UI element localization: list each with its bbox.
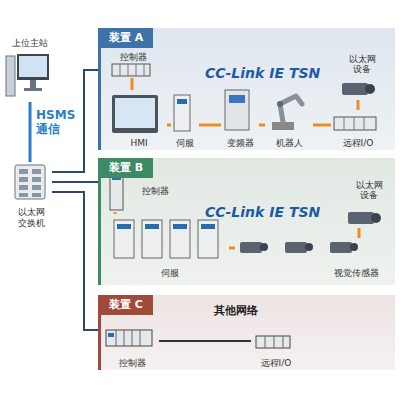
edge-label: HSMS 通信	[36, 108, 76, 137]
switch-port	[19, 185, 28, 190]
device-label: 控制器	[120, 52, 147, 62]
controller-device: 控制器	[107, 52, 159, 78]
equipment-band: 装置 A 控制器 HMI 伺服 变频器 机器人 以太网 设备远程I/O	[98, 28, 395, 150]
device-label: 机器人	[276, 138, 303, 148]
device-label: 以太网 交换机	[10, 207, 52, 228]
device-label: 变频器	[227, 138, 254, 148]
switch-body	[15, 165, 45, 199]
switch-port	[32, 185, 41, 190]
switch-port	[32, 193, 41, 197]
robot-device: 机器人	[265, 86, 313, 148]
device-label: 伺服	[161, 268, 179, 278]
switch-port	[32, 169, 41, 174]
controller-device: 控制器	[105, 326, 159, 368]
pc-tower	[6, 56, 15, 96]
ethernet-device: 以太网 设备	[345, 180, 393, 228]
monitor-stand	[30, 80, 36, 88]
switch-port	[19, 193, 28, 197]
monitor-screen	[19, 56, 47, 77]
controller-device: 控制器	[109, 170, 169, 212]
band-title: 装置 C	[101, 295, 153, 315]
hmi-device: HMI	[111, 90, 167, 148]
switch-port	[19, 177, 28, 182]
switch-icon	[15, 165, 45, 199]
ethernet-device: 以太网 设备	[337, 54, 387, 100]
device-label: 视觉传感器	[334, 268, 379, 278]
device-label: 控制器	[119, 358, 146, 368]
device-label: 远程I/O	[261, 358, 292, 368]
network-cable	[52, 181, 98, 183]
equipment-band: 装置 B 控制器 以太网 设备伺服 视觉传感器	[98, 158, 395, 285]
device-label: 上位主站	[12, 38, 48, 48]
device-label: 远程I/O	[343, 138, 374, 148]
vision-sensor-device: 视觉传感器	[235, 238, 379, 278]
computer-icon	[6, 54, 49, 96]
monitor-frame	[17, 54, 49, 80]
device-label: 以太网 设备	[347, 54, 377, 75]
servo-device: 伺服	[171, 90, 199, 148]
band-title: 装置 A	[101, 28, 153, 48]
switch-port	[32, 177, 41, 182]
network-cable	[52, 192, 98, 330]
device-label: HMI	[130, 138, 147, 148]
ethernet-switch: 以太网 交换机	[10, 162, 52, 228]
remote-io-device: 远程I/O	[251, 334, 301, 368]
network-logo: CC-Link IE TSN	[205, 65, 320, 81]
switch-port	[19, 169, 28, 174]
inverter-device: 变频器	[221, 86, 259, 148]
device-label: 以太网 设备	[354, 180, 384, 201]
band-title: 装置 B	[101, 158, 153, 178]
monitor-base	[24, 88, 42, 91]
network-label: 其他网络	[214, 303, 258, 318]
servo-device: 伺服	[111, 214, 229, 278]
remote-io-device: 远程I/O	[331, 110, 385, 148]
host-station: 上位主站	[5, 38, 55, 102]
device-label: 伺服	[176, 138, 194, 148]
device-label: 控制器	[142, 186, 169, 196]
network-cable	[29, 102, 32, 162]
network-logo: CC-Link IE TSN	[205, 204, 320, 220]
